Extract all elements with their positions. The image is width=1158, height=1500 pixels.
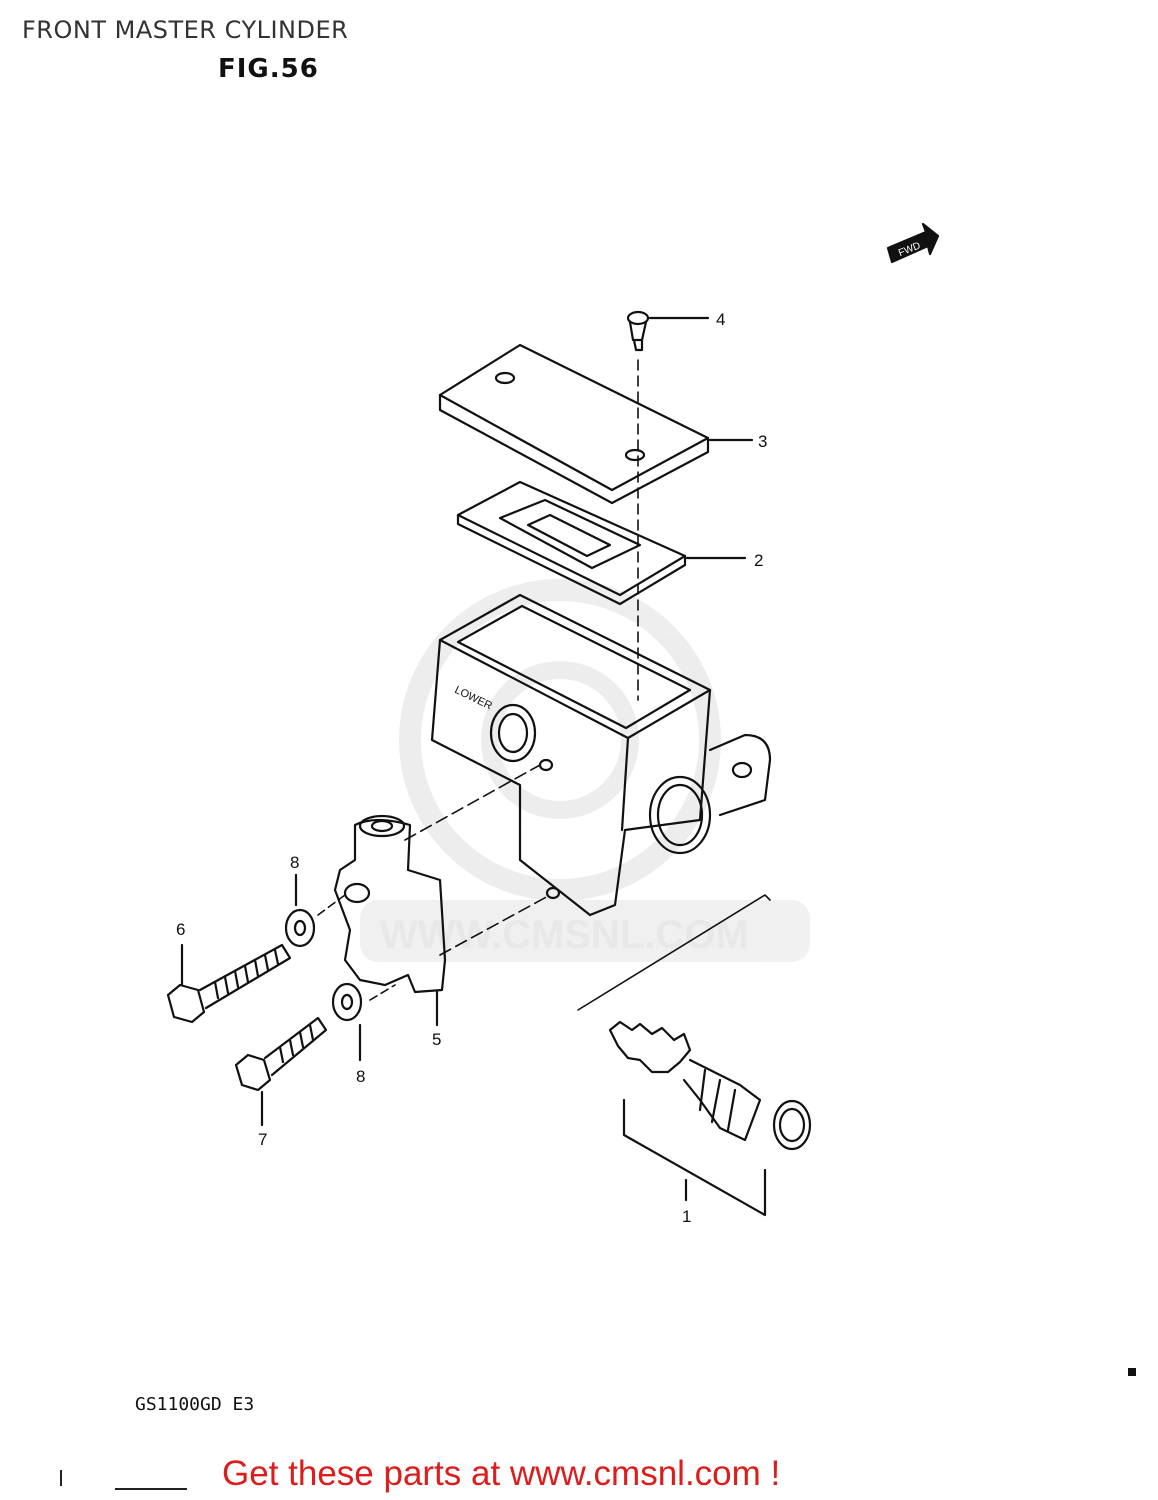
fwd-arrow-icon: FWD — [886, 222, 940, 264]
diaphragm — [456, 480, 747, 606]
watermark: WWW.CMSNL.COM — [360, 579, 810, 962]
washer-upper — [284, 873, 316, 948]
scan-dot — [1128, 1368, 1136, 1376]
promo-link[interactable]: Get these parts at www.cmsnl.com ! — [222, 1454, 781, 1493]
callout-2: 2 — [754, 551, 763, 570]
callout-4: 4 — [716, 310, 725, 329]
callout-8-lower: 8 — [356, 1067, 365, 1086]
model-code: GS1100GD E3 — [135, 1394, 255, 1415]
washer-lower — [331, 982, 363, 1062]
callout-6: 6 — [176, 920, 185, 939]
callout-7: 7 — [258, 1130, 267, 1149]
reservoir-cap — [438, 343, 754, 505]
piston-kit — [577, 894, 812, 1217]
scan-mark — [60, 1470, 62, 1486]
callout-1: 1 — [682, 1207, 691, 1226]
callout-8-upper: 8 — [290, 853, 299, 872]
watermark-text: WWW.CMSNL.COM — [380, 913, 749, 957]
bolt-long — [166, 943, 292, 1024]
underline-mark — [115, 1488, 187, 1490]
diagram-title: FRONT MASTER CYLINDER — [22, 16, 349, 44]
bolt-short — [234, 1016, 328, 1127]
cap-screw — [626, 310, 710, 352]
callout-3: 3 — [758, 432, 767, 451]
svg-text:LOWER: LOWER — [453, 684, 495, 712]
figure-number: FIG.56 — [218, 54, 319, 84]
lever-holder — [333, 814, 447, 1027]
callout-5: 5 — [432, 1030, 441, 1049]
